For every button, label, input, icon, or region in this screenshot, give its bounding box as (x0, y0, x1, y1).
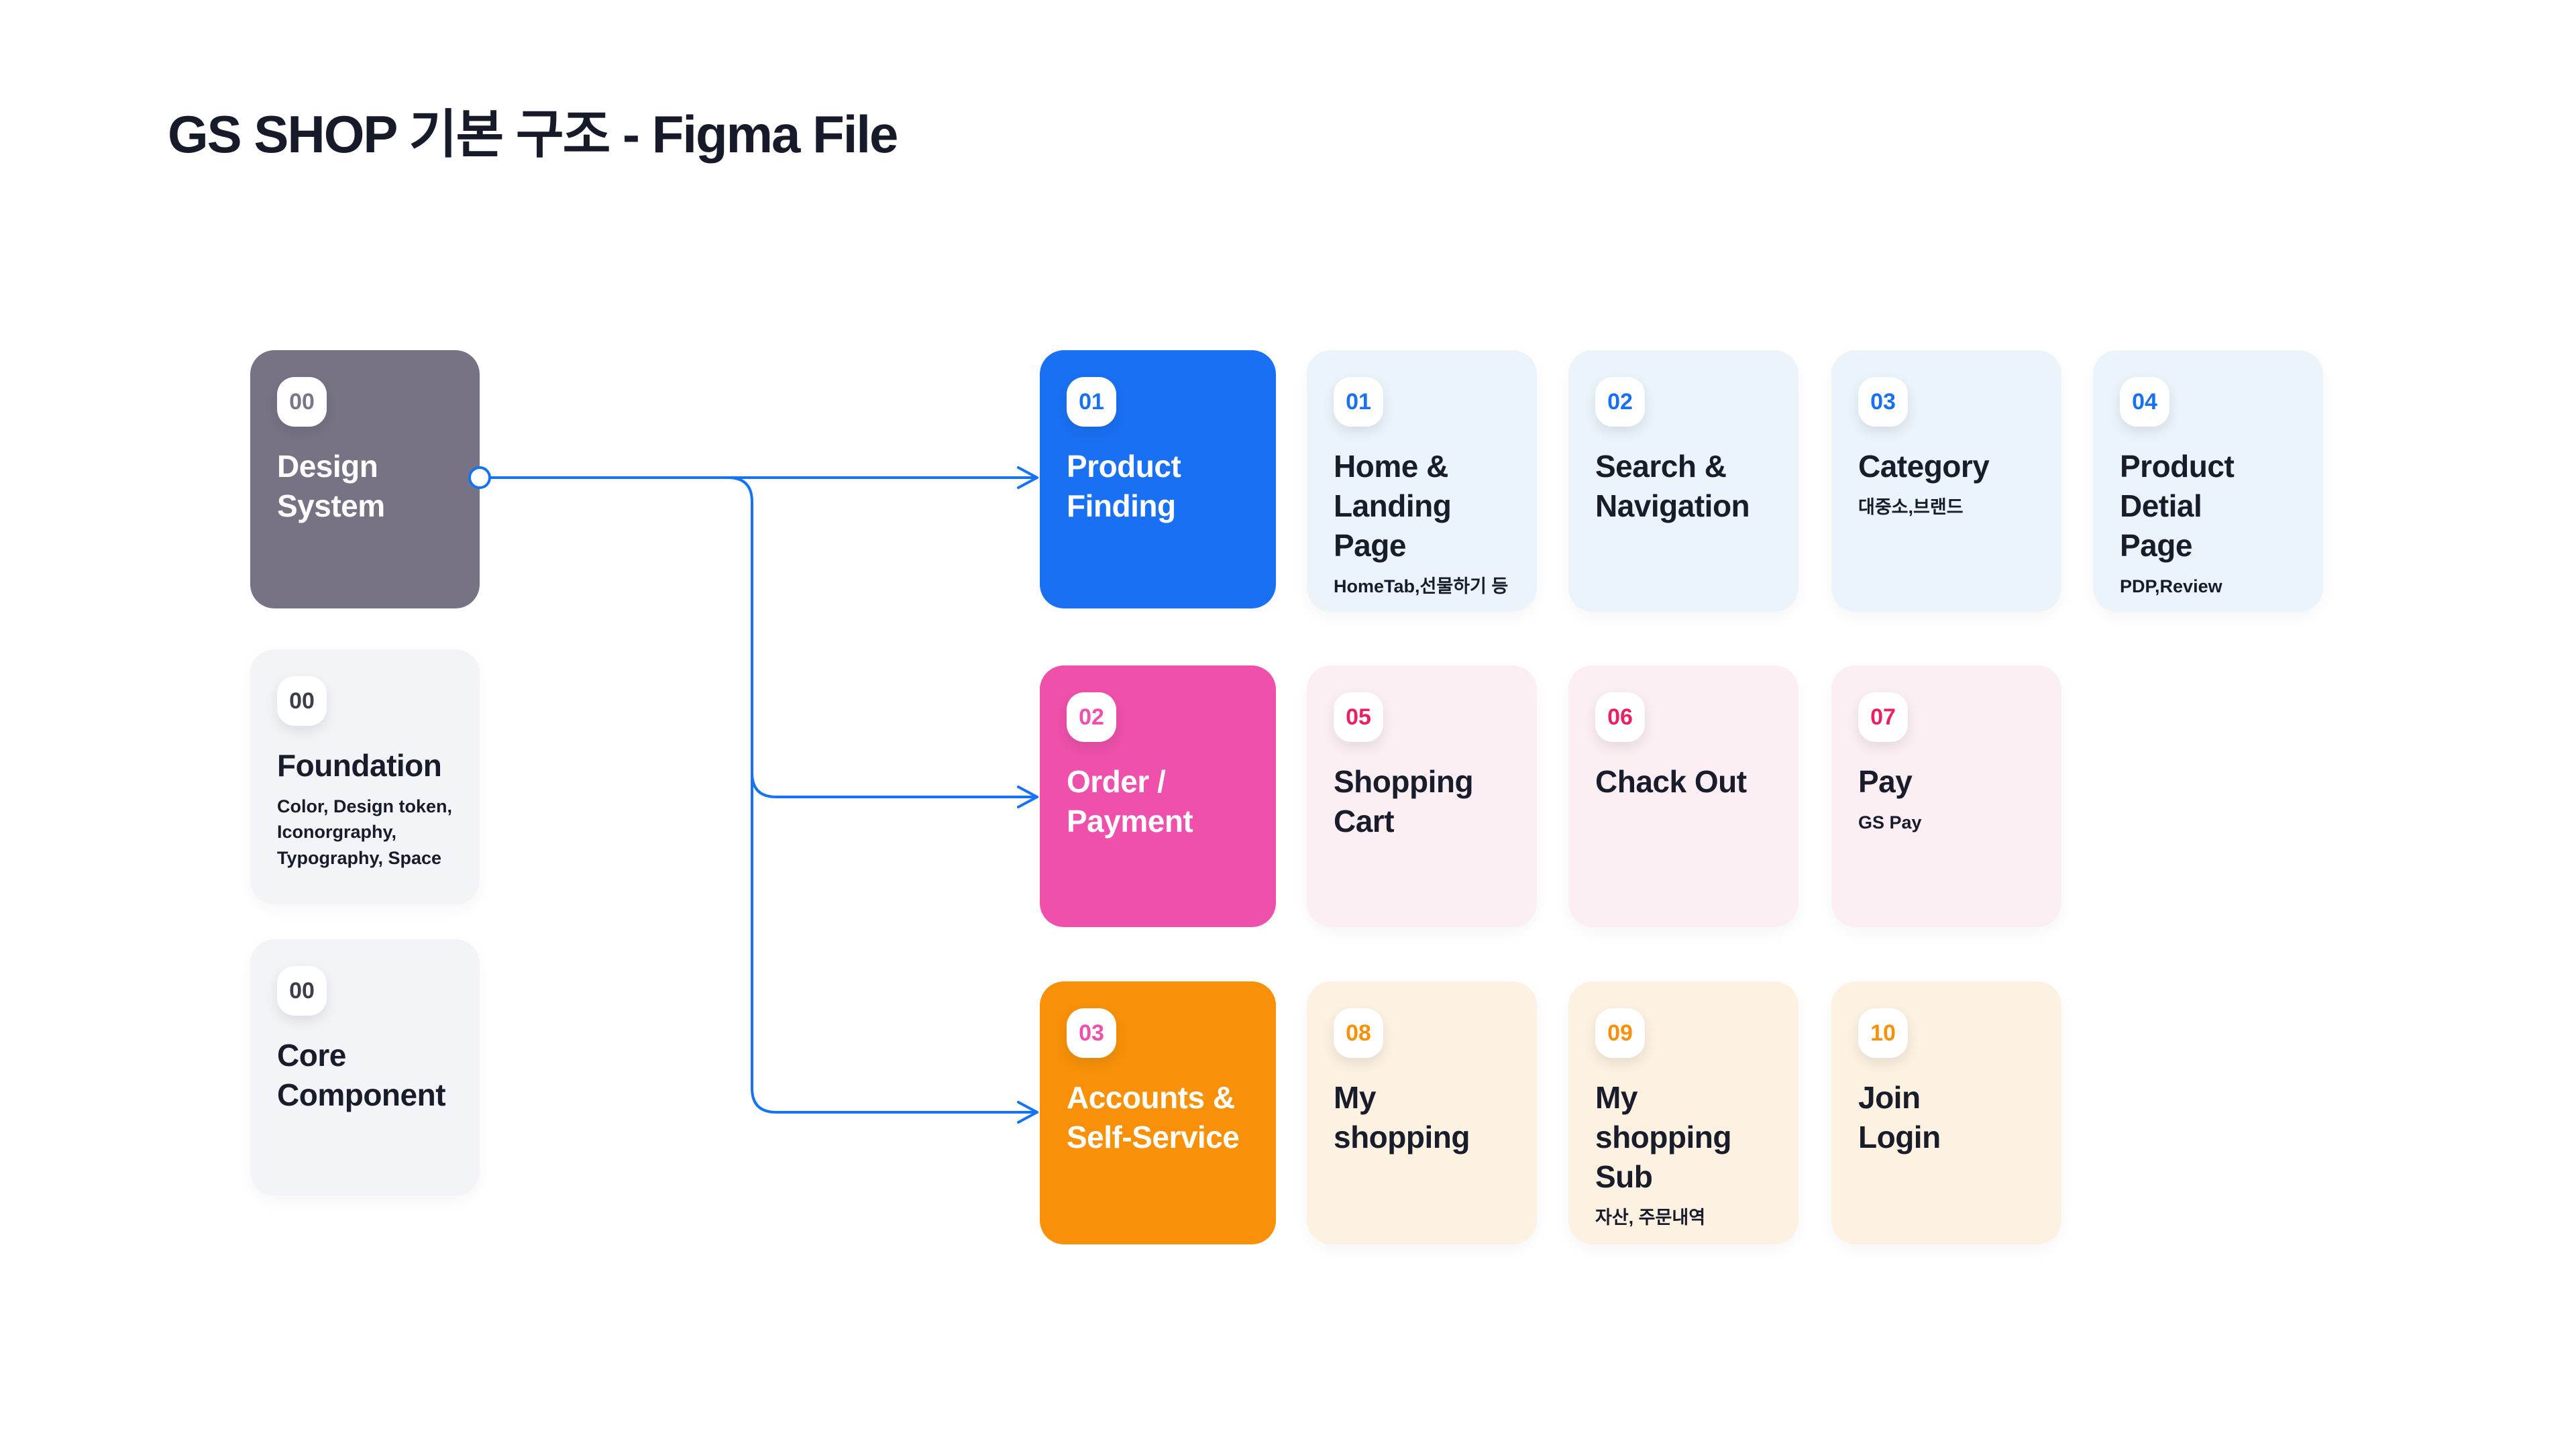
connector-line (727, 476, 1037, 1114)
arrowhead-icon (1017, 466, 1038, 489)
card-title: Home & Landing Page (1334, 449, 1452, 563)
card-title: Shopping Cart (1334, 764, 1474, 839)
card-title: Search & Navigation (1595, 449, 1750, 523)
page-title: GS SHOP 기본 구조 - Figma File (168, 105, 898, 164)
card-home-landing-page[interactable]: 01 Home & Landing Page HomeTab,선물하기 등 (1307, 350, 1537, 612)
card-number-badge: 02 (1595, 377, 1645, 427)
card-title: Chack Out (1595, 764, 1747, 799)
badge-number: 09 (1607, 1020, 1633, 1046)
badge-number: 10 (1870, 1020, 1896, 1046)
badge-number: 00 (289, 977, 315, 1004)
card-design-system[interactable]: 00 Design System (250, 350, 480, 608)
badge-number: 03 (1870, 388, 1896, 415)
badge-number: 02 (1607, 388, 1633, 415)
card-number-badge: 00 (277, 377, 327, 427)
badge-number: 06 (1607, 704, 1633, 730)
card-title: Core Component (277, 1038, 446, 1112)
card-shopping-cart[interactable]: 05 Shopping Cart (1307, 665, 1537, 927)
card-accounts-self-service[interactable]: 03 Accounts & Self-Service (1040, 981, 1276, 1244)
connector-line (751, 771, 1037, 798)
card-title: My shopping (1334, 1080, 1470, 1155)
card-number-badge: 07 (1858, 692, 1908, 742)
card-search-navigation[interactable]: 02 Search & Navigation (1568, 350, 1799, 612)
card-product-detail-page[interactable]: 04 Product Detial Page PDP,Review (2093, 350, 2323, 612)
badge-number: 07 (1870, 704, 1896, 730)
card-number-badge: 00 (277, 966, 327, 1016)
card-number-badge: 03 (1067, 1008, 1116, 1058)
card-my-shopping-sub[interactable]: 09 My shopping Sub 자산, 주문내역 (1568, 981, 1799, 1244)
card-number-badge: 01 (1334, 377, 1383, 427)
card-foundation[interactable]: 00 Foundation Color, Design token, Icono… (250, 649, 480, 904)
card-number-badge: 01 (1067, 377, 1116, 427)
badge-number: 04 (2132, 388, 2157, 415)
card-number-badge: 09 (1595, 1008, 1645, 1058)
card-number-badge: 05 (1334, 692, 1383, 742)
card-number-badge: 04 (2120, 377, 2169, 427)
card-subtitle: 자산, 주문내역 (1595, 1207, 1706, 1228)
badge-number: 08 (1346, 1020, 1371, 1046)
card-title: Order / Payment (1067, 764, 1193, 839)
card-product-finding[interactable]: 01 Product Finding (1040, 350, 1276, 608)
card-subtitle: HomeTab,선물하기 등 (1334, 576, 1509, 596)
connector-design-system-to-product-finding[interactable] (468, 466, 1038, 489)
card-title: My shopping Sub (1595, 1080, 1731, 1194)
badge-number: 03 (1079, 1020, 1104, 1046)
badge-number: 00 (289, 388, 315, 415)
card-my-shopping[interactable]: 08 My shopping (1307, 981, 1537, 1244)
card-number-badge: 03 (1858, 377, 1908, 427)
card-title: Foundation (277, 748, 442, 783)
card-subtitle: Color, Design token, Iconorgraphy, Typog… (277, 796, 453, 868)
card-title: Design System (277, 449, 385, 523)
card-subtitle: 대중소,브랜드 (1858, 496, 1964, 517)
card-number-badge: 00 (277, 676, 327, 726)
card-title: Product Detial Page (2120, 449, 2235, 563)
card-title: Join Login (1858, 1080, 1941, 1155)
card-subtitle: PDP,Review (2120, 576, 2222, 596)
card-number-badge: 02 (1067, 692, 1116, 742)
card-category[interactable]: 03 Category 대중소,브랜드 (1831, 350, 2061, 612)
card-title: Accounts & Self-Service (1067, 1080, 1240, 1155)
card-pay[interactable]: 07 Pay GS Pay (1831, 665, 2061, 927)
arrowhead-icon (1017, 1101, 1038, 1124)
card-number-badge: 06 (1595, 692, 1645, 742)
card-core-component[interactable]: 00 Core Component (250, 939, 480, 1195)
arrowhead-icon (1017, 786, 1038, 808)
card-subtitle: GS Pay (1858, 812, 1922, 833)
card-order-payment[interactable]: 02 Order / Payment (1040, 665, 1276, 927)
card-title: Category (1858, 449, 1990, 484)
card-title: Product Finding (1067, 449, 1181, 523)
badge-number: 01 (1346, 388, 1371, 415)
card-number-badge: 08 (1334, 1008, 1383, 1058)
card-check-out[interactable]: 06 Chack Out (1568, 665, 1799, 927)
connector-design-system-to-accounts-self-service[interactable] (727, 476, 1038, 1124)
connector-design-system-to-order-payment[interactable] (751, 771, 1038, 808)
badge-number: 00 (289, 688, 315, 714)
badge-number: 02 (1079, 704, 1104, 730)
badge-number: 01 (1079, 388, 1104, 415)
card-join-login[interactable]: 10 Join Login (1831, 981, 2061, 1244)
card-number-badge: 10 (1858, 1008, 1908, 1058)
badge-number: 05 (1346, 704, 1371, 730)
card-title: Pay (1858, 764, 1913, 799)
